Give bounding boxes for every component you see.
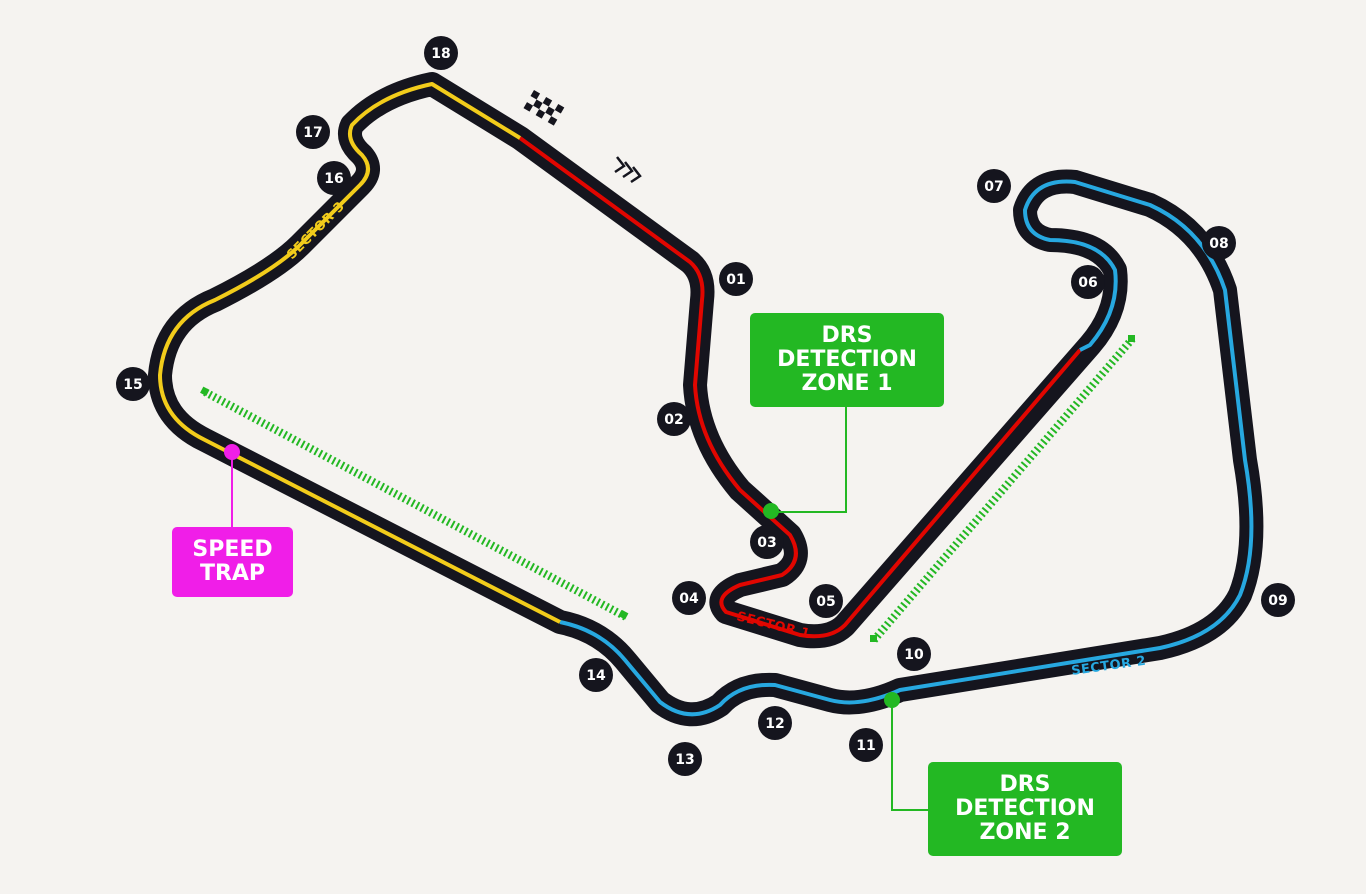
turn-marker-02: 02 (657, 402, 691, 436)
drs-detection-zone-1-box: DRS DETECTION ZONE 1 (750, 313, 944, 407)
turn-marker-15: 15 (116, 367, 150, 401)
drs-zone-line-2 (870, 335, 1137, 643)
svg-text:06: 06 (1078, 275, 1097, 291)
svg-text:16: 16 (324, 171, 343, 187)
turn-marker-14: 14 (579, 658, 613, 692)
turn-marker-11: 11 (849, 728, 883, 762)
checkered-flag-icon (523, 90, 565, 126)
drs-zone-line-2-start (870, 635, 877, 642)
drs-2-line3: ZONE 2 (979, 820, 1071, 845)
svg-text:10: 10 (904, 647, 924, 663)
turn-marker-18: 18 (424, 36, 458, 70)
sector-1-line (518, 136, 1082, 639)
direction-chevrons-icon (614, 156, 642, 184)
sector-3-label: SECTOR 3 (284, 199, 348, 263)
speed-trap-point (224, 444, 240, 460)
drs-zones (200, 335, 1137, 643)
turn-markers: 01 02 03 04 05 06 07 08 09 10 11 12 13 1… (116, 36, 1295, 776)
turn-marker-07: 07 (977, 169, 1011, 203)
svg-text:09: 09 (1268, 593, 1287, 609)
drs-zone-line-1-start (200, 386, 210, 397)
svg-text:03: 03 (757, 535, 776, 551)
drs-detection-zone-2-box: DRS DETECTION ZONE 2 (928, 762, 1122, 856)
svg-text:14: 14 (586, 668, 606, 684)
turn-marker-05: 05 (809, 584, 843, 618)
drs-2-leader-line (891, 700, 928, 811)
svg-text:04: 04 (679, 591, 699, 607)
turn-marker-17: 17 (296, 115, 330, 149)
turn-marker-13: 13 (668, 742, 702, 776)
turn-marker-12: 12 (758, 706, 792, 740)
svg-text:18: 18 (431, 46, 450, 62)
speed-trap-line2: TRAP (199, 561, 266, 586)
drs-zone-line-2-end (1128, 335, 1135, 342)
svg-text:12: 12 (765, 716, 784, 732)
svg-text:07: 07 (984, 179, 1003, 195)
speed-trap-line1: SPEED (192, 537, 273, 562)
svg-text:08: 08 (1209, 236, 1228, 252)
turn-marker-09: 09 (1261, 583, 1295, 617)
svg-text:05: 05 (816, 594, 835, 610)
turn-marker-04: 04 (672, 581, 706, 615)
svg-text:15: 15 (123, 377, 142, 393)
turn-marker-01: 01 (719, 262, 753, 296)
drs-1-leader-line (771, 407, 847, 513)
turn-marker-06: 06 (1071, 265, 1105, 299)
svg-text:11: 11 (856, 738, 875, 754)
turn-marker-08: 08 (1202, 226, 1236, 260)
drs-2-line1: DRS (999, 772, 1051, 797)
drs-1-point (763, 503, 779, 519)
svg-text:13: 13 (675, 752, 694, 768)
svg-text:17: 17 (303, 125, 322, 141)
turn-marker-16: 16 (317, 161, 351, 195)
drs-1-line2: DETECTION (777, 347, 917, 372)
sector-3-line (158, 82, 561, 624)
speed-trap-box: SPEED TRAP (172, 527, 293, 597)
turn-marker-10: 10 (897, 637, 931, 671)
drs-2-line2: DETECTION (955, 796, 1095, 821)
drs-1-line1: DRS (821, 323, 873, 348)
drs-zone-line-1-end (618, 610, 629, 620)
svg-text:02: 02 (664, 412, 683, 428)
turn-marker-03: 03 (750, 525, 784, 559)
sector-2-line (559, 179, 1254, 717)
svg-text:01: 01 (726, 272, 745, 288)
drs-1-line3: ZONE 1 (801, 371, 893, 396)
drs-2-point (884, 692, 900, 708)
